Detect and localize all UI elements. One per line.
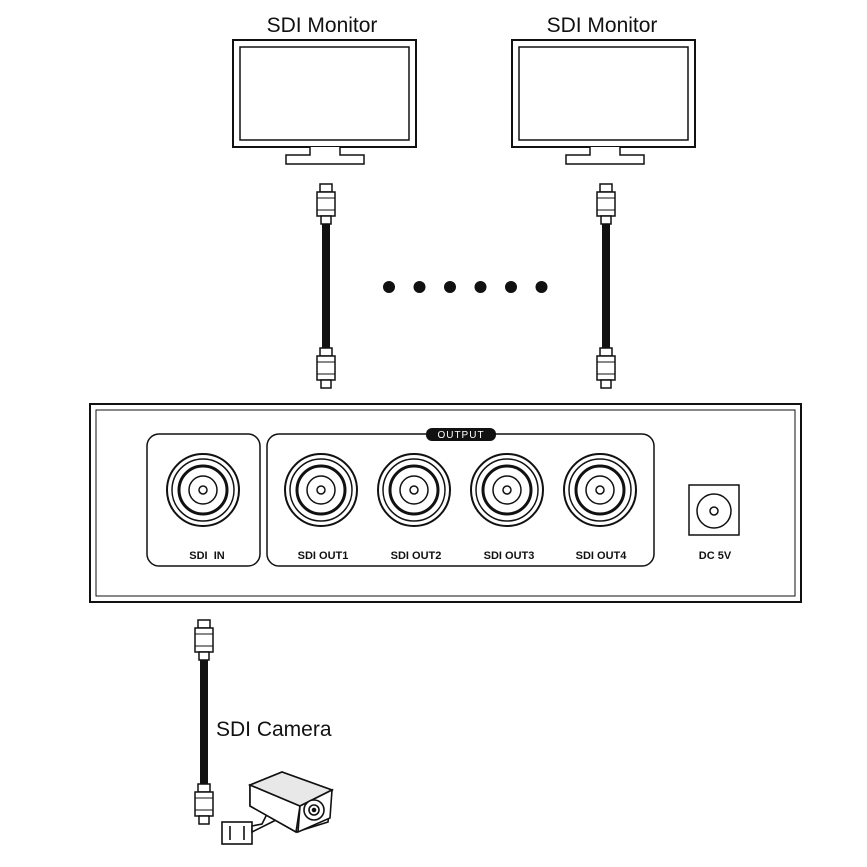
sdi-in-label: SDI IN: [189, 550, 225, 562]
continuation-dot: [474, 281, 487, 293]
sdi-out2-port[interactable]: [376, 452, 452, 528]
monitor-2-label: SDI Monitor: [547, 14, 658, 37]
bnc-plug-camera-top: [194, 619, 214, 661]
cable-to-camera: [194, 619, 214, 825]
sdi-out2-label: SDI OUT2: [391, 550, 442, 562]
bnc-plug-camera-bottom: [194, 783, 214, 825]
continuation-dot: [413, 281, 426, 293]
sdi-monitor-2: SDI Monitor: [511, 14, 696, 165]
cable-to-monitor-2: [596, 183, 616, 389]
camera-label: SDI Camera: [216, 718, 332, 741]
sdi-out3-port[interactable]: [469, 452, 545, 528]
bnc-plug-top-2: [596, 183, 616, 225]
output-tag-label: OUTPUT: [437, 430, 484, 441]
dc-power-jack[interactable]: [688, 484, 740, 536]
sdi-out4-port[interactable]: [562, 452, 638, 528]
sdi-out3-label: SDI OUT3: [484, 550, 535, 562]
camera-icon: [221, 771, 335, 845]
sdi-splitter-device: SDI IN OUTPUT SDI OUT1 SDI OUT2 SDI OUT3…: [89, 403, 802, 603]
continuation-dot: [383, 281, 395, 293]
sdi-out1-label: SDI OUT1: [298, 550, 349, 562]
continuation-dots: [383, 281, 548, 293]
cable-to-monitor-1: [316, 183, 336, 389]
bnc-plug-bottom-2: [596, 347, 616, 389]
bnc-plug-bottom-1: [316, 347, 336, 389]
output-tag: [426, 428, 496, 441]
sdi-out4-label: SDI OUT4: [576, 550, 628, 562]
sdi-out1-port[interactable]: [283, 452, 359, 528]
continuation-dot: [505, 281, 517, 293]
bnc-plug-top-1: [316, 183, 336, 225]
continuation-dot: [444, 281, 456, 293]
sdi-in-port[interactable]: [165, 452, 241, 528]
continuation-dot: [535, 281, 548, 293]
sdi-monitor-1: SDI Monitor: [232, 14, 417, 165]
monitor-1-label: SDI Monitor: [267, 14, 378, 37]
dc-power-label: DC 5V: [699, 550, 732, 562]
